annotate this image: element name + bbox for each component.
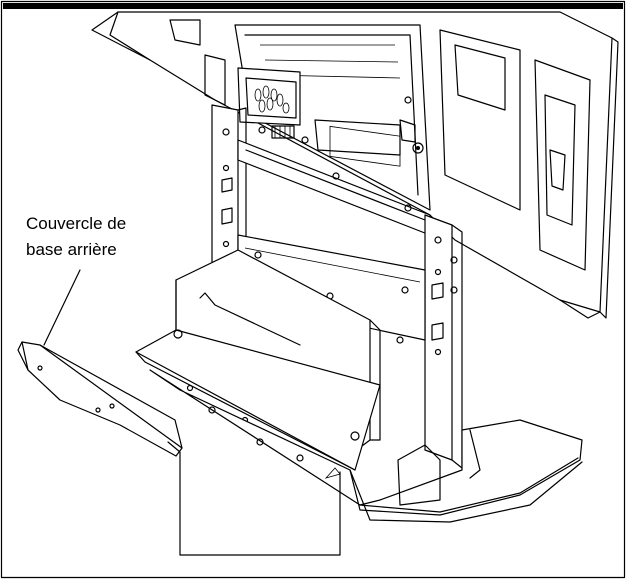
- stand-column-right: [424, 214, 463, 469]
- callout-label-line-2: base arrière: [26, 240, 117, 259]
- av-shelf-tray: [135, 249, 381, 471]
- callout-leaders: [43, 269, 341, 556]
- callout-label-line-1: Couvercle de: [26, 214, 127, 233]
- top-bar: [3, 3, 623, 9]
- mounting-bracket: [237, 67, 309, 144]
- ventilation-holes: [254, 85, 290, 114]
- stand-base: [149, 369, 583, 523]
- rear-base-cover-part: [17, 341, 183, 457]
- display-panel: [91, 11, 619, 319]
